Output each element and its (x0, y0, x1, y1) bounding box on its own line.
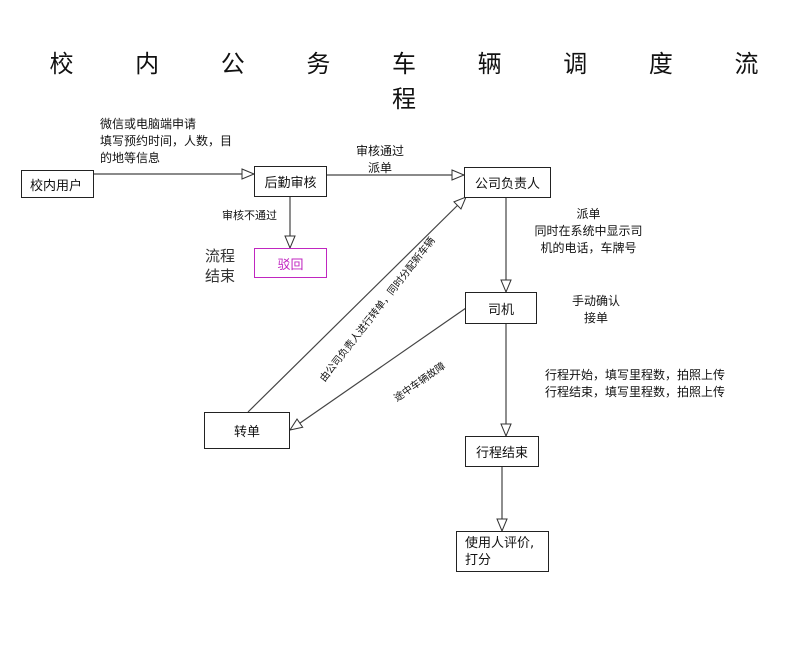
trip-start-note: 行程开始，填写里程数，拍照上传 (545, 368, 726, 382)
dispatch-line-3: 机的电话，车牌号 (540, 241, 637, 255)
node-campus-user: 校内用户 (21, 170, 94, 198)
dispatch-line-1: 派单 (576, 207, 601, 221)
node-user-rating: 使用人评价, 打分 (456, 531, 549, 572)
label-trip-notes: 行程开始，填写里程数，拍照上传 行程结束，填写里程数，拍照上传 (545, 367, 725, 401)
trip-finish-note: 行程结束，填写里程数，拍照上传 (545, 385, 726, 399)
manual-confirm-line-1: 手动确认 (571, 294, 620, 308)
manual-confirm-line-2: 接单 (583, 311, 608, 325)
rating-line-1: 使用人评价, (465, 535, 535, 551)
label-flow-end: 流程 结束 (205, 246, 235, 286)
approved-line-2: 派单 (367, 161, 392, 175)
label-manual-confirm: 手动确认 接单 (565, 293, 627, 327)
approved-line-1: 审核通过 (355, 144, 404, 158)
node-reject: 驳回 (254, 248, 327, 278)
node-trip-end: 行程结束 (465, 436, 539, 467)
apply-line-3: 的地等信息 (100, 151, 161, 165)
diagram-title: 校 内 公 务 车 辆 调 度 流 程 (49, 50, 786, 113)
apply-line-1: 微信或电脑端申请 (100, 117, 197, 131)
label-not-approved: 审核不通过 (222, 209, 277, 222)
node-transfer: 转单 (204, 412, 290, 449)
label-dispatch: 派单 同时在系统中显示司 机的电话，车牌号 (526, 206, 651, 257)
rating-line-2: 打分 (465, 552, 492, 568)
arrow-driver-to-transfer (290, 307, 467, 430)
node-company-head: 公司负责人 (464, 167, 551, 198)
dispatch-line-2: 同时在系统中显示司 (534, 224, 643, 238)
flow-end-line-2: 结束 (205, 267, 236, 285)
label-approved: 审核通过 派单 (350, 143, 410, 177)
node-logistics-review: 后勤审核 (254, 166, 327, 197)
node-driver: 司机 (465, 292, 537, 324)
flow-end-line-1: 流程 (205, 247, 236, 265)
arrow-transfer-to-company (247, 197, 466, 413)
apply-line-2: 填写预约时间，人数，目 (100, 134, 233, 148)
label-apply: 微信或电脑端申请 填写预约时间，人数，目 的地等信息 (100, 116, 232, 167)
